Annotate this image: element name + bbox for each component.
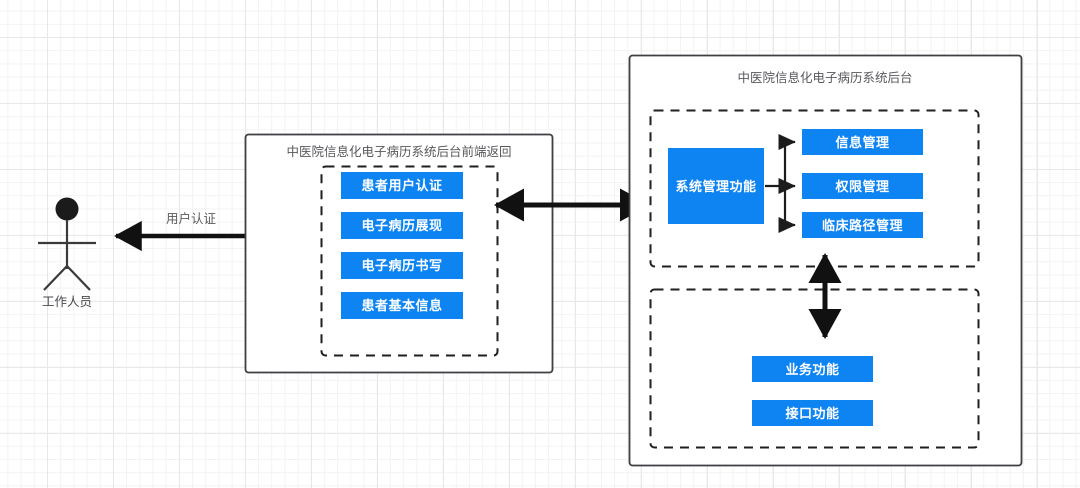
node-interface-function[interactable]: 接口功能: [752, 400, 873, 426]
frontend-inner-dashed-box: [320, 165, 499, 357]
actor-label: 工作人员: [41, 295, 92, 309]
user-auth-edge-label: 用户认证: [166, 212, 217, 226]
node-business-function[interactable]: 业务功能: [752, 356, 873, 382]
node-clinical-path-management[interactable]: 临床路径管理: [802, 212, 923, 238]
node-emr-display[interactable]: 电子病历展现: [341, 212, 463, 239]
actor-leg-right: [66, 265, 91, 291]
node-patient-user-auth[interactable]: 患者用户认证: [341, 172, 463, 199]
actor-head-icon: [55, 197, 79, 221]
node-system-management[interactable]: 系统管理功能: [668, 148, 764, 224]
backend-container-title: 中医院信息化电子病历系统后台: [737, 71, 913, 85]
worker-actor-figure: [38, 197, 96, 291]
node-permission-management[interactable]: 权限管理: [802, 173, 923, 199]
node-info-management[interactable]: 信息管理: [802, 129, 923, 155]
node-patient-basic-info[interactable]: 患者基本信息: [341, 292, 463, 319]
actor-leg-left: [43, 265, 68, 291]
node-emr-writing[interactable]: 电子病历书写: [341, 252, 463, 279]
frontend-container-title: 中医院信息化电子病历系统后台前端返回: [286, 145, 512, 159]
admin-fork-connectors: [765, 133, 796, 234]
